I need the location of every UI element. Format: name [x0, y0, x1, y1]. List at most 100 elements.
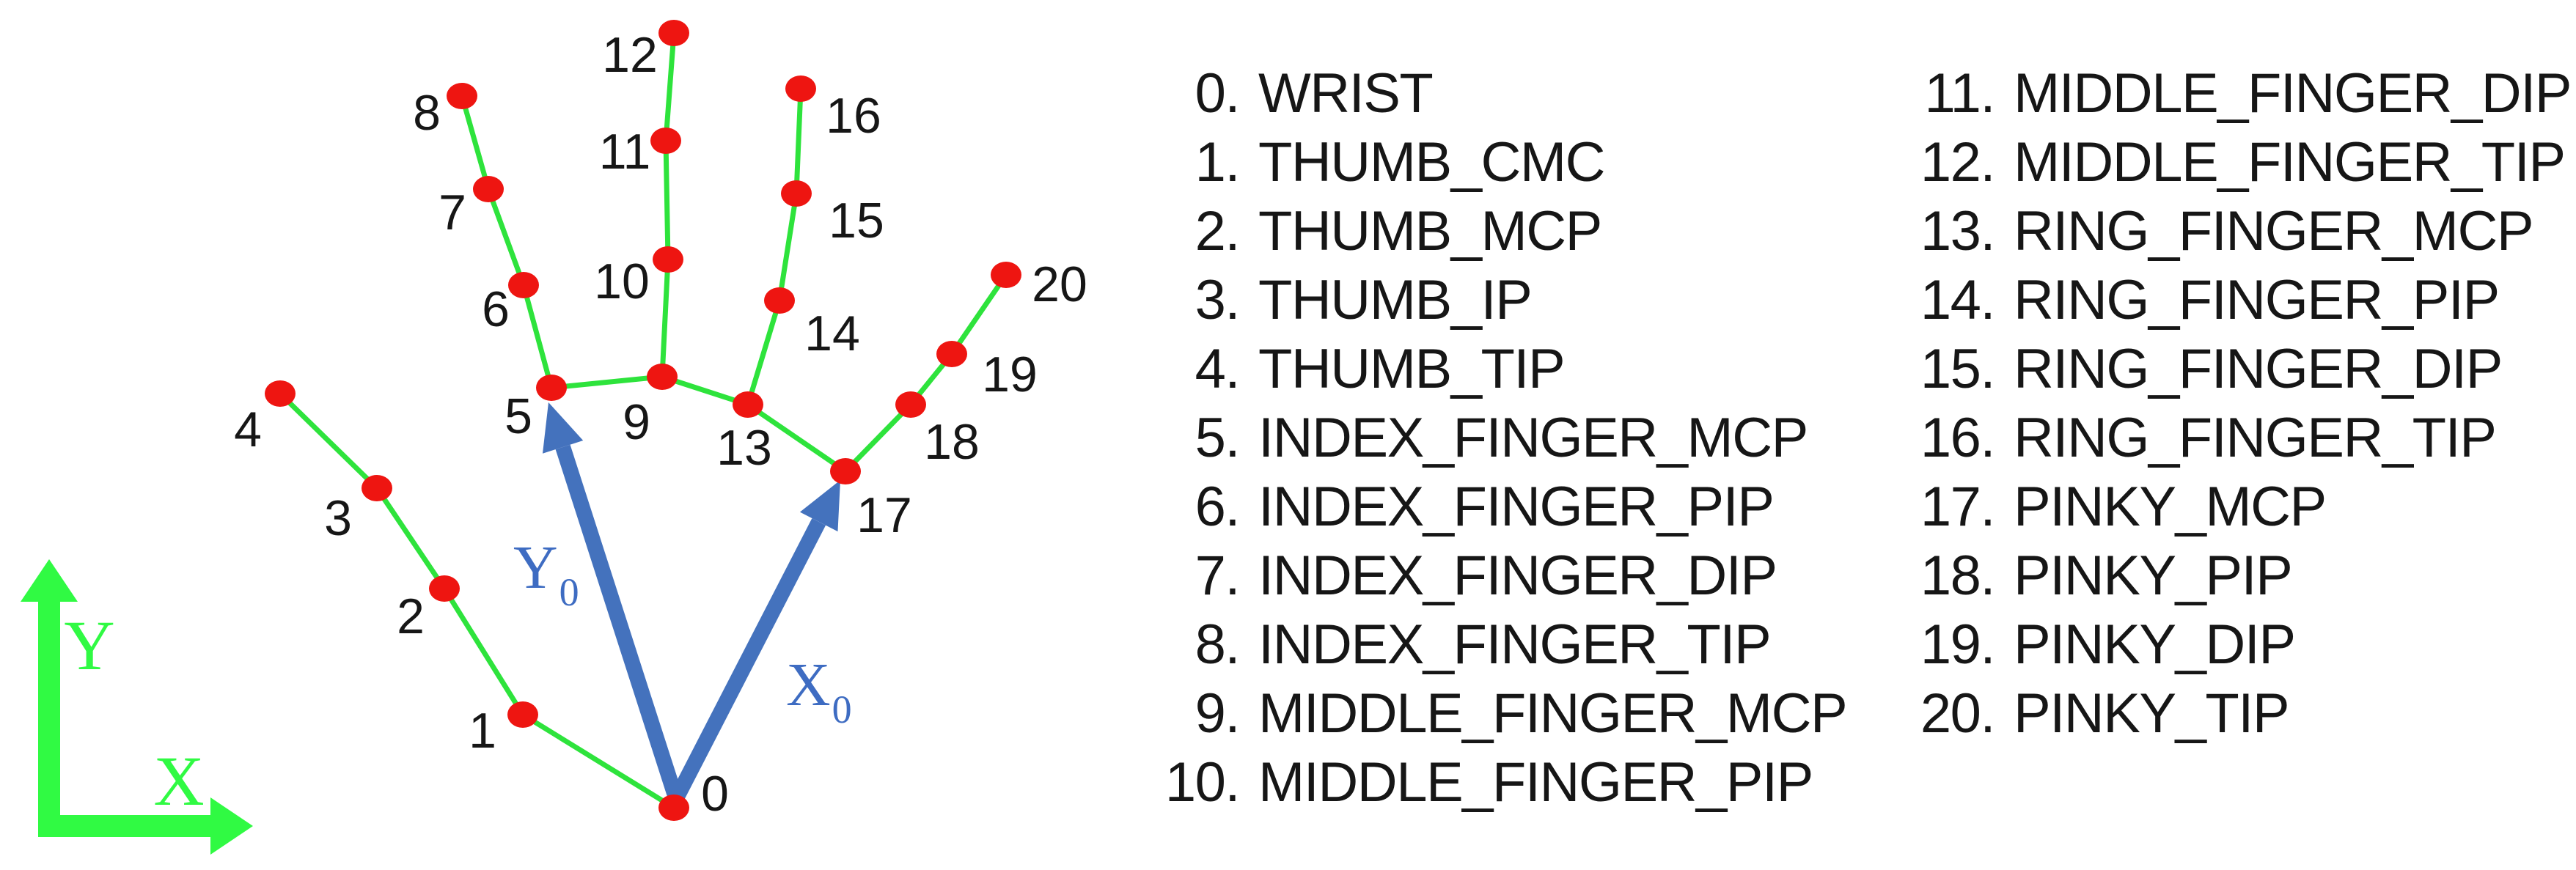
list-item-label: PINKY_TIP — [2014, 682, 2290, 745]
list-item: 19. PINKY_DIP — [1908, 611, 2571, 679]
bone-line — [777, 191, 799, 303]
bone-line — [745, 402, 848, 474]
list-item-number: 1. — [1195, 131, 1241, 193]
list-item: 13. RING_FINGER_MCP — [1908, 197, 2571, 266]
list-item: 16.RING_FINGER_TIP — [1908, 404, 2571, 473]
basis-arrow-x0-head — [799, 480, 840, 532]
landmark-dot — [265, 380, 296, 407]
list-item-label: THUMB_CMC — [1258, 131, 1606, 193]
x-axis-label: X — [153, 742, 204, 820]
list-item: 8.INDEX_FINGER_TIP — [1153, 611, 1846, 679]
image-x-axis-arrow — [38, 797, 253, 855]
list-item-number: 19. — [1920, 613, 1996, 676]
list-item: 7.INDEX_FINGER_DIP — [1153, 542, 1846, 611]
list-item: 10.MIDDLE_FINGER_PIP — [1153, 748, 1846, 817]
landmark-number: 14 — [804, 306, 860, 361]
list-item-label: INDEX_FINGER_TIP — [1258, 613, 1772, 676]
list-item: 2.THUMB_MCP — [1153, 197, 1846, 266]
landmark-number: 5 — [504, 388, 532, 444]
list-item-label: MIDDLE_FINGER_TIP — [2014, 131, 2566, 193]
landmark-dot — [658, 795, 689, 821]
landmark-number: 4 — [234, 402, 262, 457]
basis-arrow-y0 — [542, 402, 683, 802]
list-item-label: WRIST — [1258, 62, 1434, 125]
list-item-label: RING_FINGER_DIP — [2014, 338, 2503, 400]
list-item-number: 11. — [1924, 62, 1995, 125]
list-item: 14. RING_FINGER_PIP — [1908, 266, 2571, 335]
list-item-number: 14. — [1920, 269, 1996, 331]
list-item-number: 2. — [1195, 200, 1241, 262]
landmark-number: 1 — [469, 703, 496, 759]
landmark-number: 19 — [982, 347, 1038, 402]
list-item: 12. MIDDLE_FINGER_TIP — [1908, 128, 2571, 197]
list-item-label: RING_FINGER_TIP — [2014, 407, 2497, 469]
list-item-label: PINKY_MCP — [2014, 476, 2327, 538]
list-item-label: THUMB_TIP — [1258, 338, 1566, 400]
landmark-dot — [895, 391, 926, 418]
landmark-number: 15 — [829, 193, 884, 248]
landmark-dot — [447, 83, 477, 109]
bone-line — [374, 485, 447, 591]
list-item: 18.PINKY_PIP — [1908, 542, 2571, 611]
list-item-number: 20. — [1920, 682, 1996, 745]
y-axis-label: Y — [64, 606, 114, 685]
list-item-number: 13. — [1920, 200, 1996, 262]
list-item-label: RING_FINGER_MCP — [2014, 200, 2534, 262]
basis-arrow-x0-shaft — [669, 518, 826, 803]
landmark-number: 8 — [413, 85, 441, 141]
landmark-dots — [265, 20, 1021, 821]
list-item-number: 5. — [1195, 407, 1241, 469]
bone-line — [485, 186, 526, 288]
basis-arrow-label: Y0 — [513, 534, 579, 614]
landmark-number: 17 — [856, 487, 912, 543]
list-item-number: 4. — [1195, 338, 1241, 400]
landmark-dot — [536, 375, 567, 401]
basis-arrow-y0-head — [542, 402, 584, 454]
list-item-label: MIDDLE_FINGER_MCP — [1258, 682, 1848, 745]
landmark-dot — [830, 458, 861, 484]
bone-line — [520, 712, 677, 811]
list-item: 1. THUMB_CMC — [1153, 128, 1846, 197]
list-item: 4. THUMB_TIP — [1153, 335, 1846, 404]
landmark-dot — [733, 391, 763, 418]
landmark-dot — [936, 341, 967, 367]
landmark-dot — [658, 20, 689, 46]
landmark-dot — [781, 180, 812, 207]
bone-line — [521, 282, 554, 391]
bone-line — [277, 391, 380, 491]
list-item: 6.INDEX_FINGER_PIP — [1153, 473, 1846, 542]
landmark-dot — [362, 475, 392, 501]
bone-line — [949, 272, 1009, 357]
basis-arrow-y0-shaft — [555, 444, 683, 802]
list-item-label: MIDDLE_FINGER_PIP — [1258, 751, 1813, 814]
list-item: 0.WRIST — [1153, 59, 1846, 128]
list-item: 11.MIDDLE_FINGER_DIP — [1908, 59, 2572, 128]
list-item-label: PINKY_DIP — [2014, 613, 2296, 676]
list-item-number: 3. — [1195, 269, 1241, 331]
list-item: 17. PINKY_MCP — [1908, 473, 2571, 542]
image-y-axis-arrow-head — [21, 559, 78, 602]
list-item-label: RING_FINGER_PIP — [2014, 269, 2500, 331]
landmark-number: 20 — [1032, 257, 1087, 312]
bone-line — [548, 374, 665, 391]
list-item-label: PINKY_PIP — [2014, 545, 2293, 607]
landmark-number: 3 — [324, 490, 352, 546]
list-item-number: 7. — [1195, 545, 1241, 607]
image-x-axis-arrow-head — [210, 797, 253, 855]
bone-line — [459, 93, 491, 192]
landmark-number: 12 — [602, 27, 658, 83]
list-item: 5. INDEX_FINGER_MCP — [1153, 404, 1846, 473]
list-item: 20. PINKY_TIP — [1908, 679, 2571, 748]
landmark-number: 7 — [438, 185, 466, 240]
list-item-number: 12. — [1920, 131, 1996, 193]
landmark-dot — [653, 246, 683, 273]
landmark-number: 0 — [701, 766, 729, 822]
list-item-label: INDEX_FINGER_PIP — [1258, 476, 1775, 538]
list-item-number: 17. — [1920, 476, 1996, 538]
landmark-dot — [508, 272, 539, 298]
list-item-label: INDEX_FINGER_MCP — [1258, 407, 1808, 469]
bone-connections — [277, 30, 1009, 811]
